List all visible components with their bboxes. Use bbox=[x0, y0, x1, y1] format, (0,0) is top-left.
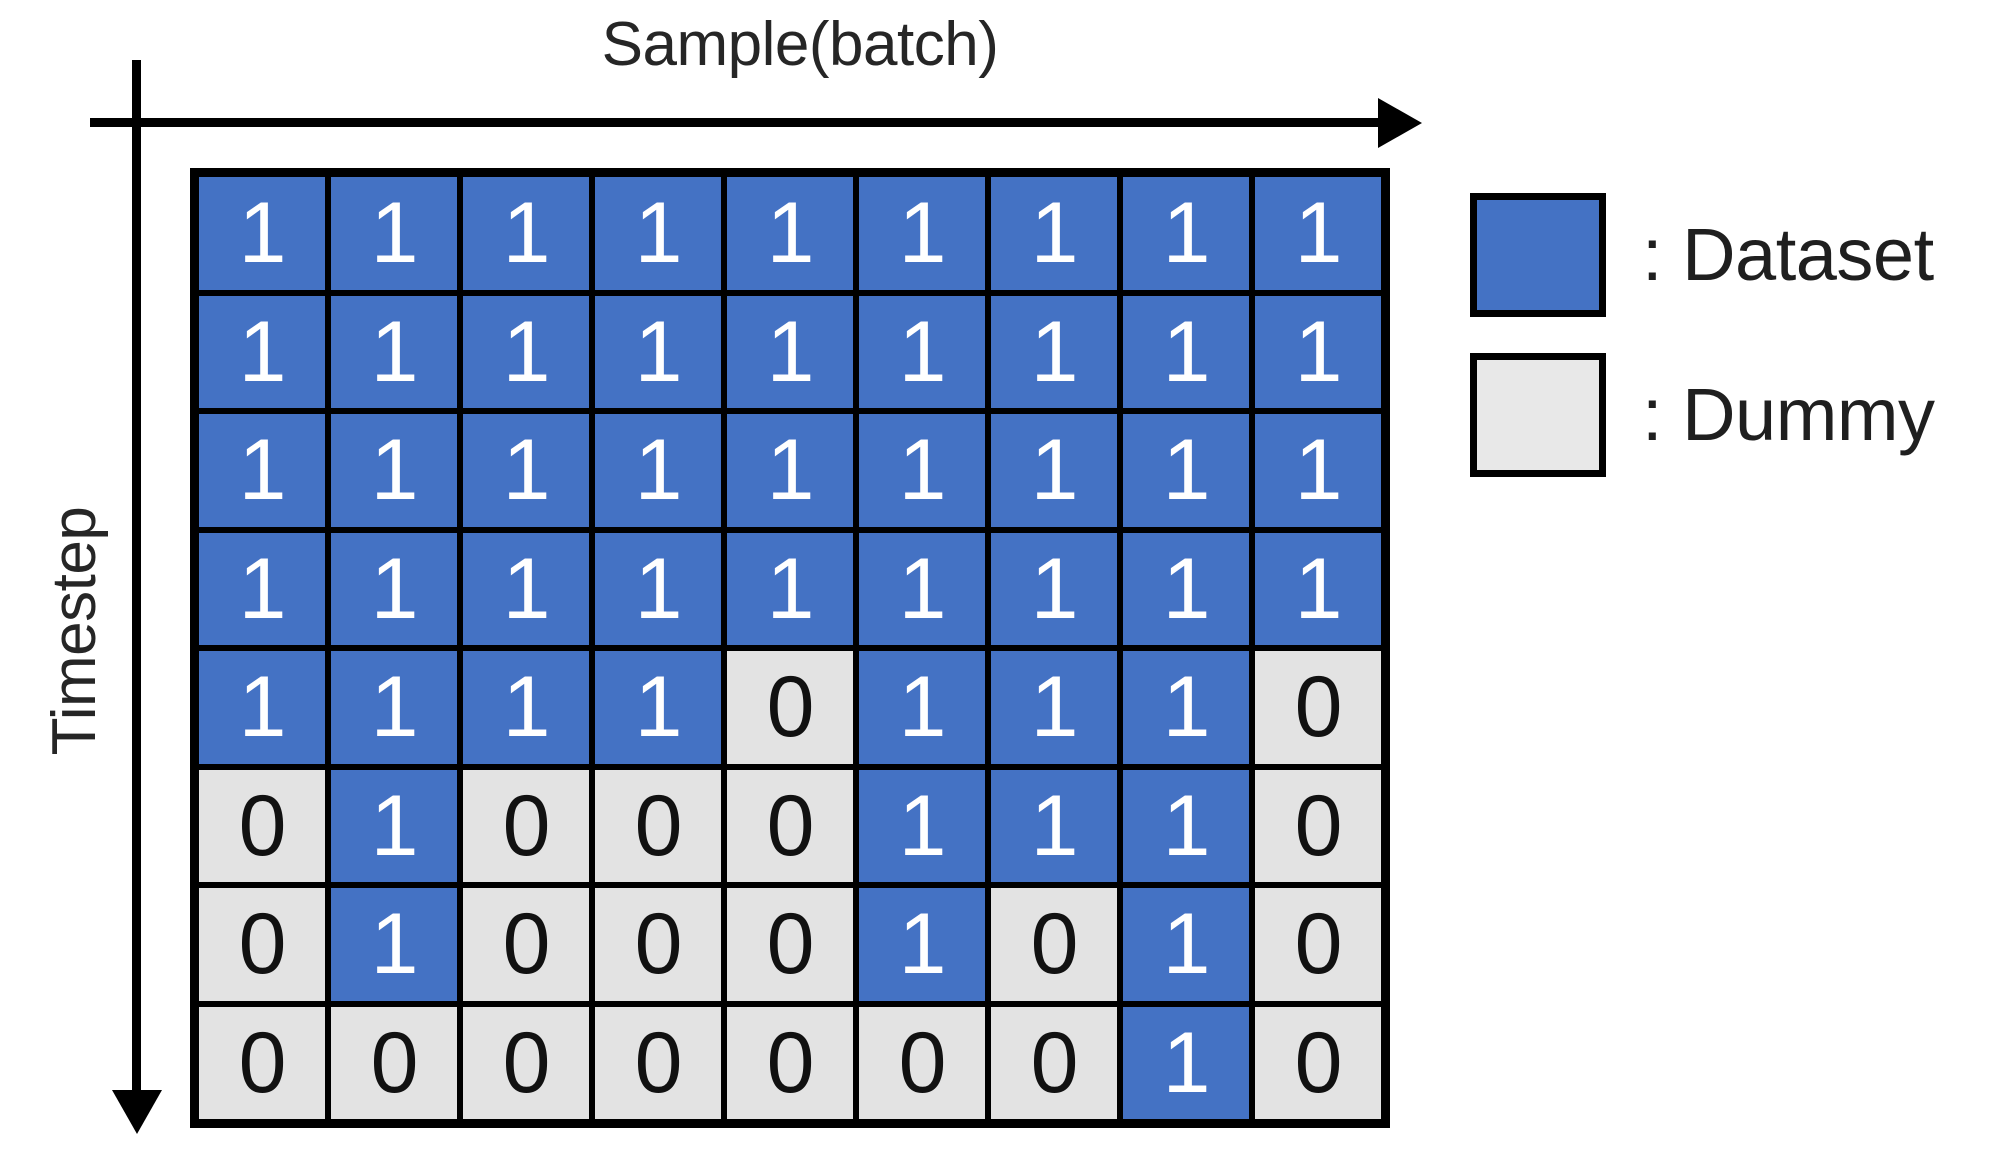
matrix-cell-r6-c5: 0 bbox=[724, 766, 856, 885]
y-axis-label: Timestep bbox=[40, 506, 109, 756]
matrix-cell-r8-c8: 1 bbox=[1120, 1003, 1252, 1122]
matrix-cell-r5-c1: 1 bbox=[196, 648, 328, 767]
matrix-cell-r6-c8: 1 bbox=[1120, 766, 1252, 885]
legend: : Dataset : Dummy bbox=[1470, 175, 1990, 495]
matrix-cell-r1-c3: 1 bbox=[460, 174, 592, 293]
matrix-cell-r7-c6: 1 bbox=[856, 885, 988, 1004]
legend-label-dummy: : Dummy bbox=[1642, 373, 1935, 456]
legend-item-dataset: : Dataset bbox=[1470, 175, 1990, 335]
matrix-cell-r2-c7: 1 bbox=[988, 292, 1120, 411]
matrix-cell-r5-c8: 1 bbox=[1120, 648, 1252, 767]
matrix-cell-r1-c5: 1 bbox=[724, 174, 856, 293]
matrix-cell-r4-c6: 1 bbox=[856, 529, 988, 648]
matrix-cell-r2-c3: 1 bbox=[460, 292, 592, 411]
matrix-cell-r5-c5: 0 bbox=[724, 648, 856, 767]
matrix-cell-r4-c8: 1 bbox=[1120, 529, 1252, 648]
matrix-cell-r5-c7: 1 bbox=[988, 648, 1120, 767]
matrix-cell-r7-c9: 0 bbox=[1252, 885, 1384, 1004]
matrix-cell-r8-c3: 0 bbox=[460, 1003, 592, 1122]
legend-swatch-dataset-icon bbox=[1470, 193, 1606, 317]
matrix-cell-r8-c6: 0 bbox=[856, 1003, 988, 1122]
matrix-cell-r3-c4: 1 bbox=[592, 411, 724, 530]
matrix-cell-r6-c3: 0 bbox=[460, 766, 592, 885]
matrix-cell-r1-c8: 1 bbox=[1120, 174, 1252, 293]
matrix-cell-r8-c7: 0 bbox=[988, 1003, 1120, 1122]
matrix-cell-r4-c5: 1 bbox=[724, 529, 856, 648]
matrix-cell-r6-c9: 0 bbox=[1252, 766, 1384, 885]
matrix-cell-r5-c6: 1 bbox=[856, 648, 988, 767]
matrix-cell-r6-c2: 1 bbox=[328, 766, 460, 885]
x-axis-label: Sample(batch) bbox=[601, 10, 999, 79]
matrix-cell-r3-c3: 1 bbox=[460, 411, 592, 530]
y-axis-arrowhead-icon bbox=[112, 1090, 162, 1134]
matrix-cell-r6-c4: 0 bbox=[592, 766, 724, 885]
matrix-cell-r6-c7: 1 bbox=[988, 766, 1120, 885]
matrix-cell-r2-c2: 1 bbox=[328, 292, 460, 411]
matrix-cell-r4-c1: 1 bbox=[196, 529, 328, 648]
matrix-cell-r4-c7: 1 bbox=[988, 529, 1120, 648]
matrix-cell-r7-c1: 0 bbox=[196, 885, 328, 1004]
matrix-cell-r2-c4: 1 bbox=[592, 292, 724, 411]
matrix-cell-r1-c6: 1 bbox=[856, 174, 988, 293]
matrix-cell-r1-c1: 1 bbox=[196, 174, 328, 293]
matrix-cell-r5-c3: 1 bbox=[460, 648, 592, 767]
legend-item-dummy: : Dummy bbox=[1470, 335, 1990, 495]
matrix-cell-r7-c3: 0 bbox=[460, 885, 592, 1004]
matrix-cell-r7-c7: 0 bbox=[988, 885, 1120, 1004]
matrix-cell-r4-c9: 1 bbox=[1252, 529, 1384, 648]
matrix-cell-r6-c1: 0 bbox=[196, 766, 328, 885]
matrix-cell-r8-c1: 0 bbox=[196, 1003, 328, 1122]
matrix-cell-r1-c7: 1 bbox=[988, 174, 1120, 293]
matrix-cell-r2-c1: 1 bbox=[196, 292, 328, 411]
matrix-cell-r3-c8: 1 bbox=[1120, 411, 1252, 530]
matrix-cell-r5-c9: 0 bbox=[1252, 648, 1384, 767]
matrix-cell-r3-c7: 1 bbox=[988, 411, 1120, 530]
x-axis-arrowhead-icon bbox=[1378, 98, 1422, 148]
matrix-cell-r2-c8: 1 bbox=[1120, 292, 1252, 411]
matrix-cell-r6-c6: 1 bbox=[856, 766, 988, 885]
matrix-cell-r8-c4: 0 bbox=[592, 1003, 724, 1122]
matrix-cell-r3-c5: 1 bbox=[724, 411, 856, 530]
matrix-cell-r7-c4: 0 bbox=[592, 885, 724, 1004]
matrix-cell-r1-c4: 1 bbox=[592, 174, 724, 293]
matrix-cell-r3-c1: 1 bbox=[196, 411, 328, 530]
matrix-cell-r4-c2: 1 bbox=[328, 529, 460, 648]
matrix-cell-r8-c2: 0 bbox=[328, 1003, 460, 1122]
legend-label-dataset: : Dataset bbox=[1642, 213, 1934, 296]
matrix-cell-r4-c3: 1 bbox=[460, 529, 592, 648]
matrix-cell-r7-c2: 1 bbox=[328, 885, 460, 1004]
matrix-cell-r7-c8: 1 bbox=[1120, 885, 1252, 1004]
matrix-cell-r2-c5: 1 bbox=[724, 292, 856, 411]
matrix-cell-r7-c5: 0 bbox=[724, 885, 856, 1004]
matrix-cell-r1-c9: 1 bbox=[1252, 174, 1384, 293]
y-axis-line bbox=[132, 60, 141, 1098]
matrix-cell-r2-c9: 1 bbox=[1252, 292, 1384, 411]
matrix-cell-r5-c2: 1 bbox=[328, 648, 460, 767]
matrix-cell-r1-c2: 1 bbox=[328, 174, 460, 293]
matrix-cell-r4-c4: 1 bbox=[592, 529, 724, 648]
legend-swatch-dummy-icon bbox=[1470, 353, 1606, 477]
matrix-cell-r8-c9: 0 bbox=[1252, 1003, 1384, 1122]
matrix-cell-r8-c5: 0 bbox=[724, 1003, 856, 1122]
matrix-cell-r3-c2: 1 bbox=[328, 411, 460, 530]
x-axis-line bbox=[90, 118, 1386, 127]
matrix-cell-r3-c9: 1 bbox=[1252, 411, 1384, 530]
matrix-cell-r5-c4: 1 bbox=[592, 648, 724, 767]
matrix-cell-r2-c6: 1 bbox=[856, 292, 988, 411]
matrix-cell-r3-c6: 1 bbox=[856, 411, 988, 530]
